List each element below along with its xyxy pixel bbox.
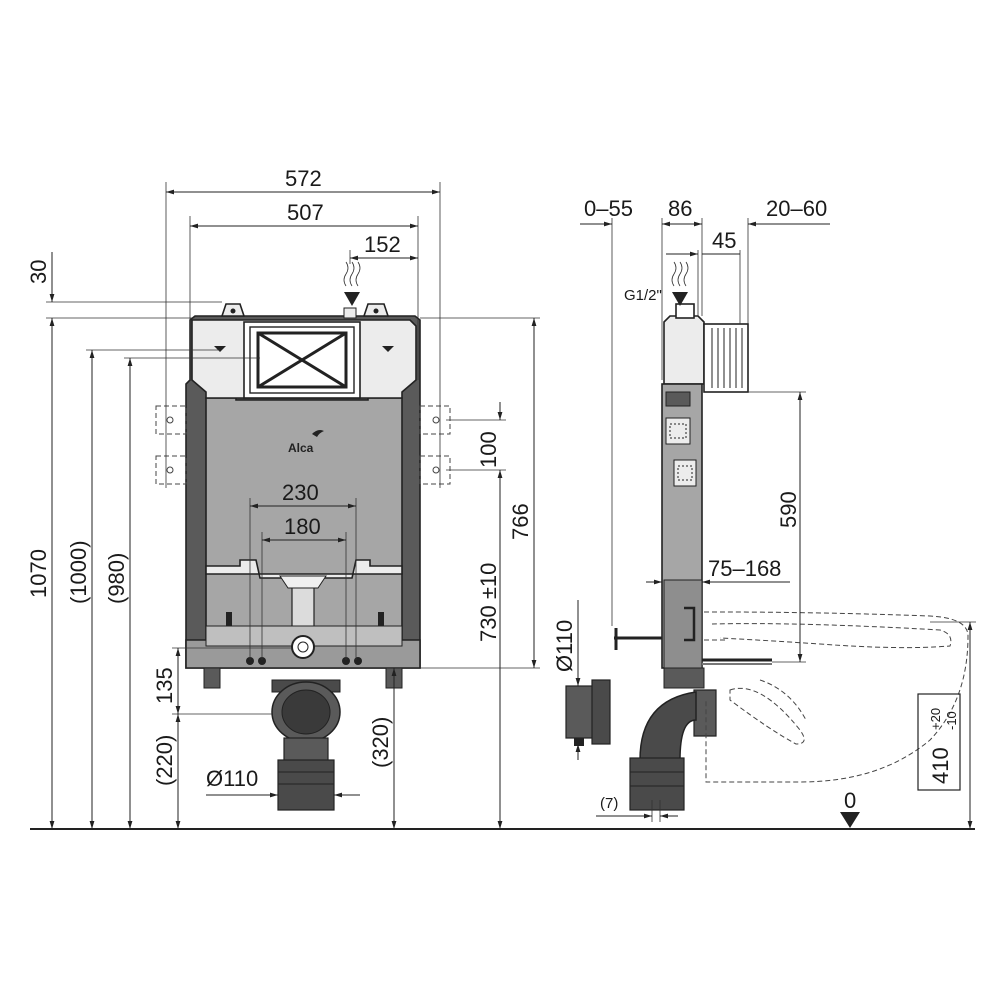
dim-572: 572 [285,166,322,191]
front-view: Alca [26,166,540,829]
dim-152: 152 [364,232,401,257]
floor-level-label: 0 [844,788,856,813]
dim-1070: 1070 [26,549,51,598]
side-water-inlet-icon [671,261,689,306]
dim-980: (980) [104,553,129,604]
dim-180: 180 [284,514,321,539]
dim-100: 100 [476,431,501,468]
dim-320: (320) [368,717,393,768]
side-dimensions: 0–55 86 20–60 45 G1/2" 590 75–168 [552,196,976,829]
dim-590: 590 [776,491,801,528]
waste-pipe [271,679,341,811]
dim-766: 766 [508,503,533,540]
dim-410: 410 [928,747,953,784]
dim-30: 30 [26,260,51,284]
dim-135: 135 [152,667,177,704]
water-inlet-icon [343,261,361,306]
front-dimensions: 572 507 152 30 1070 [26,166,540,829]
side-frame [614,303,772,669]
dim-20-60: 20–60 [766,196,827,221]
brand-label: Alca [288,441,314,455]
thread-label: G1/2" [624,287,662,304]
frame-body: Alca [185,303,421,689]
tol-plus: +20 [928,708,943,730]
tol-minus: -10 [944,711,959,730]
arrow-icon [344,292,360,306]
dim-507: 507 [287,200,324,225]
dim-230: 230 [282,480,319,505]
dim-86: 86 [668,196,692,221]
dim-o110-front: Ø110 [206,766,258,791]
dim-730: 730 ±10 [476,563,501,642]
side-view: 0–55 86 20–60 45 G1/2" 590 75–168 [552,196,976,829]
dim-45: 45 [712,228,736,253]
dim-1000: (1000) [66,540,91,604]
side-bend-pipe [565,667,717,811]
swallow-icon [312,430,324,437]
floor-level-icon [840,812,860,828]
dim-0-55: 0–55 [584,196,633,221]
dim-o110-side: Ø110 [552,620,577,672]
dim-220: (220) [152,735,177,786]
dim-7: (7) [600,795,618,812]
dim-75-168: 75–168 [708,556,781,581]
